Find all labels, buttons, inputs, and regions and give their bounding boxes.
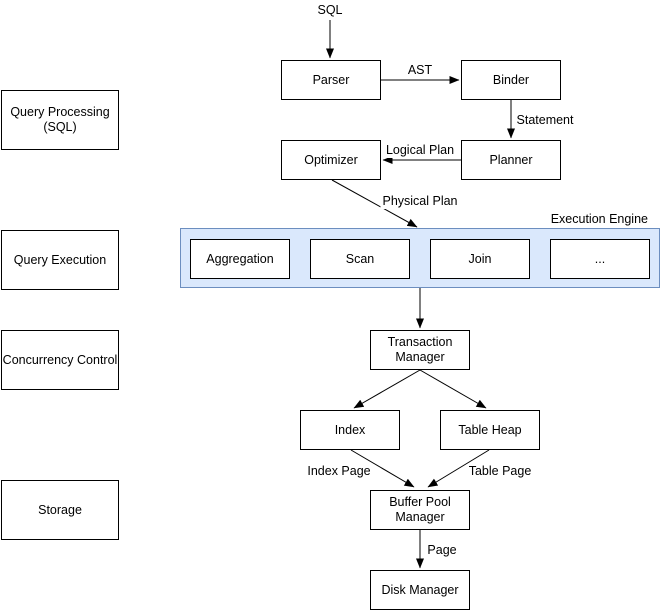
category-query-processing: Query Processing (SQL) [1,90,119,150]
edge-transaction-manager-to-index [353,369,421,409]
edge-optimizer-to-engine [331,179,418,228]
node-binder: Binder [461,60,561,100]
edge-label-index-page: Index Page [305,464,373,479]
node-disk-manager: Disk Manager [370,570,470,610]
edge-label-table-page: Table Page [466,464,534,479]
node-scan: Scan [310,239,410,279]
node-buffer-pool-manager: Buffer Pool Manager [370,490,470,530]
edge-label-statement: Statement [514,113,576,128]
edge-transaction-manager-to-table-heap [419,369,487,409]
edge-label-physical-plan: Physical Plan [380,194,460,209]
node-index: Index [300,410,400,450]
edge-label-logical-plan: Logical Plan [383,143,457,158]
edge-index-to-buffer-pool [350,449,415,488]
node-parser: Parser [281,60,381,100]
node-planner: Planner [461,140,561,180]
category-concurrency-control: Concurrency Control [1,330,119,390]
node-join: Join [430,239,530,279]
node-more-executors: ... [550,239,650,279]
execution-engine-label: Execution Engine [550,212,648,226]
node-aggregation: Aggregation [190,239,290,279]
node-transaction-manager: Transaction Manager [370,330,470,370]
category-query-execution: Query Execution [1,230,119,290]
edge-label-ast: AST [405,63,435,78]
node-optimizer: Optimizer [281,140,381,180]
node-table-heap: Table Heap [440,410,540,450]
category-storage: Storage [1,480,119,540]
edge-label-page: Page [425,543,459,558]
edge-label-sql: SQL [315,3,345,18]
edge-table-heap-to-buffer-pool [427,449,490,488]
